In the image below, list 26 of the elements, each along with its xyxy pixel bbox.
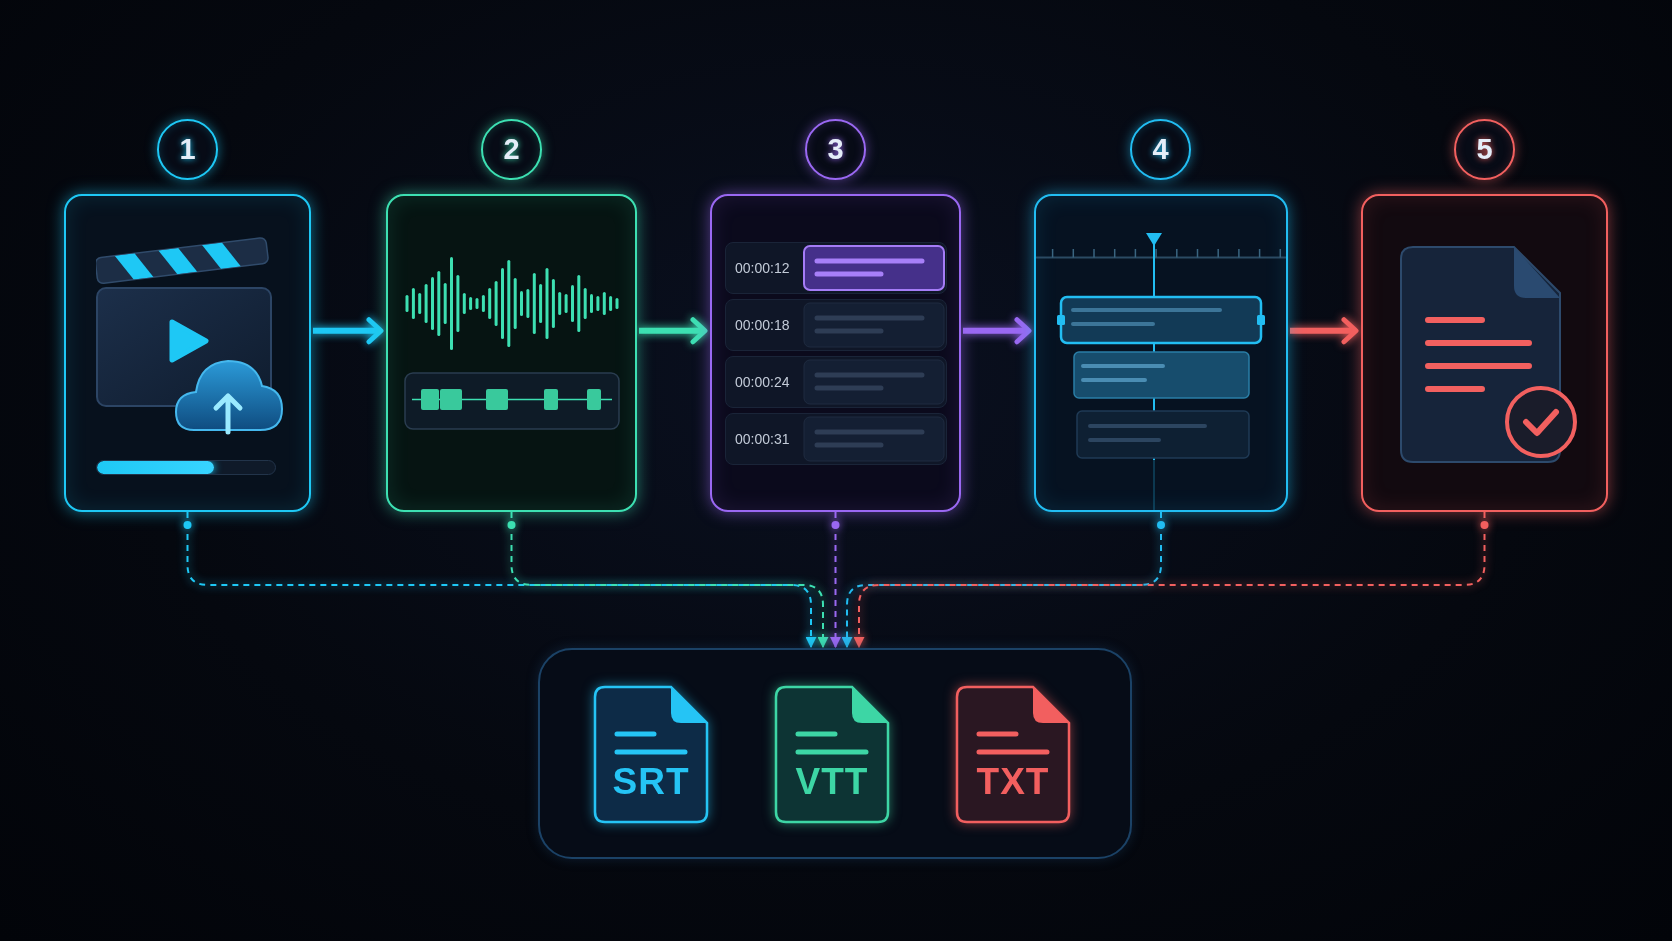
subtitle-row (725, 356, 947, 408)
timestamp: 00:00:31 (735, 430, 790, 449)
step-panel (1361, 194, 1608, 512)
step-number: 4 (1130, 119, 1191, 180)
subtitle-row (725, 242, 947, 294)
dashed-arrow (183, 511, 817, 649)
step-number: 1 (157, 119, 218, 180)
dashed-arrow (853, 511, 1489, 649)
file-format-label: TXT (975, 761, 1051, 803)
step-panel (710, 194, 961, 512)
timestamp: 00:00:12 (735, 259, 790, 278)
file-format-label: VTT (794, 761, 870, 803)
subtitle-row (725, 413, 947, 465)
step-panel (64, 194, 311, 512)
dashed-arrow (841, 511, 1165, 649)
step-panel (386, 194, 637, 512)
timestamp: 00:00:24 (735, 373, 790, 392)
dashed-arrow (507, 511, 829, 649)
step-number: 5 (1454, 119, 1515, 180)
step-number: 3 (805, 119, 866, 180)
dashed-arrow (830, 511, 841, 649)
step-number: 2 (481, 119, 542, 180)
file-format-label: SRT (611, 761, 691, 803)
output-files-panel (538, 648, 1132, 859)
timestamp: 00:00:18 (735, 316, 790, 335)
subtitle-row (725, 299, 947, 351)
